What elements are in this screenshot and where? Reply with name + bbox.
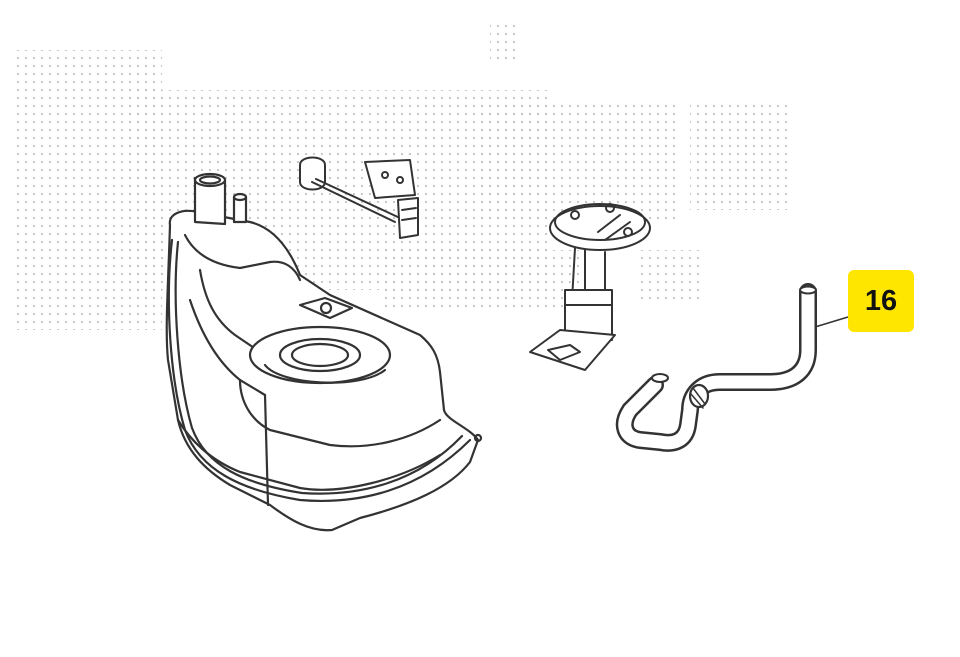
fuel-pump-module — [529, 203, 651, 371]
fuel-hose-outline — [615, 283, 817, 452]
callout-leader-line — [814, 316, 849, 328]
fuel-tank — [165, 172, 483, 532]
fuel-hose — [615, 283, 817, 452]
callout-16: 16 — [864, 284, 898, 317]
callout-badge-bg — [848, 270, 914, 332]
fuel-level-sender — [299, 156, 419, 239]
